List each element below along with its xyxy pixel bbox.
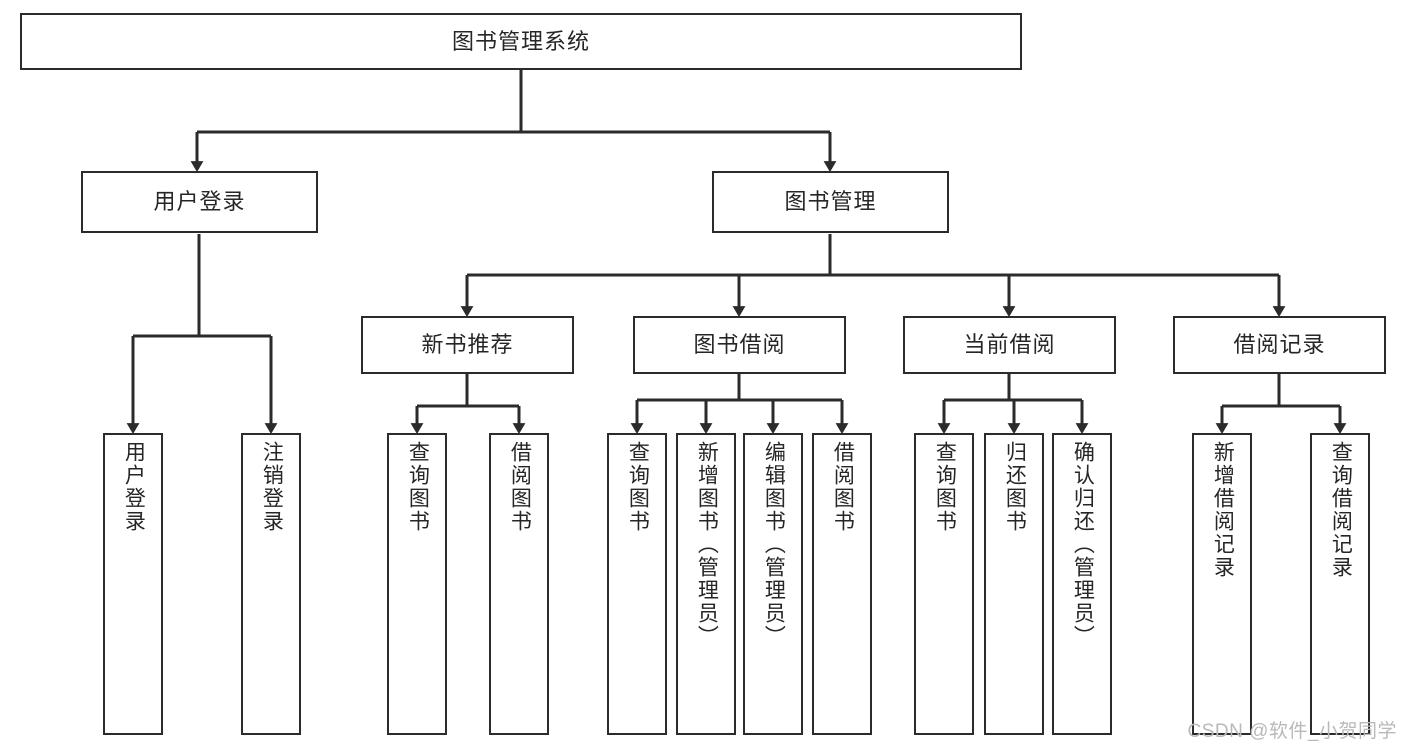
leaf-current-query-book[interactable]: 查询图书 [914,433,974,735]
node-borrow-record[interactable]: 借阅记录 [1173,316,1386,374]
leaf-label: 注销登录 [260,441,284,533]
leaf-label: 查询图书 [626,441,650,533]
leaf-user-login-signout[interactable]: 注销登录 [241,433,301,735]
leaf-label: 查询借阅记录 [1329,441,1353,579]
leaf-record-add[interactable]: 新增借阅记录 [1192,433,1252,735]
leaf-current-return-book[interactable]: 归还图书 [984,433,1044,735]
node-current-borrow[interactable]: 当前借阅 [903,316,1116,374]
leaf-label: 用户登录 [122,441,146,533]
leaf-new-book-query[interactable]: 查询图书 [387,433,447,735]
node-user-login[interactable]: 用户登录 [81,171,318,233]
node-user-login-label: 用户登录 [153,189,246,214]
leaf-new-book-borrow[interactable]: 借阅图书 [489,433,549,735]
node-book-borrow-label: 图书借阅 [693,332,786,357]
leaf-borrow-edit-book-admin[interactable]: 编辑图书（管理员） [743,433,803,735]
leaf-borrow-add-book-admin[interactable]: 新增图书（管理员） [676,433,736,735]
node-book-management-label: 图书管理 [784,189,877,214]
leaf-borrow-borrow-book[interactable]: 借阅图书 [812,433,872,735]
node-root[interactable]: 图书管理系统 [20,13,1022,70]
node-current-borrow-label: 当前借阅 [963,332,1056,357]
leaf-label: 查询图书 [406,441,430,533]
leaf-label: 新增借阅记录 [1211,441,1235,579]
leaf-label: 编辑图书（管理员） [762,441,786,648]
watermark-text: CSDN @软件_小贺同学 [1187,721,1397,742]
leaf-label: 新增图书（管理员） [695,441,719,648]
node-book-management[interactable]: 图书管理 [712,171,949,233]
leaf-label: 查询图书 [933,441,957,533]
leaf-label: 归还图书 [1003,441,1027,533]
leaf-record-query[interactable]: 查询借阅记录 [1310,433,1370,735]
leaf-label: 借阅图书 [831,441,855,533]
node-new-book-recommend[interactable]: 新书推荐 [361,316,574,374]
leaf-borrow-query-book[interactable]: 查询图书 [607,433,667,735]
leaf-label: 借阅图书 [508,441,532,533]
node-root-label: 图书管理系统 [451,28,590,54]
node-book-borrow[interactable]: 图书借阅 [633,316,846,374]
leaf-user-login-signin[interactable]: 用户登录 [103,433,163,735]
node-new-book-recommend-label: 新书推荐 [421,332,514,357]
leaf-current-confirm-return-admin[interactable]: 确认归还（管理员） [1052,433,1112,735]
node-borrow-record-label: 借阅记录 [1233,332,1326,357]
leaf-label: 确认归还（管理员） [1071,441,1095,648]
